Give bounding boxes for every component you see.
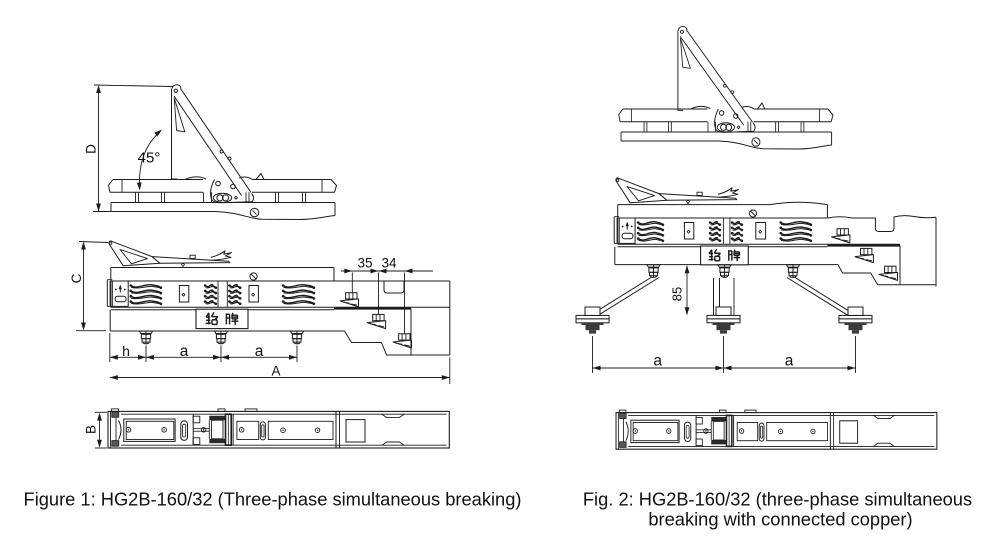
svg-text:C: C <box>69 273 84 283</box>
svg-text:B: B <box>84 425 99 434</box>
svg-text:Fig. 2: HG2B-160/32 (three-pha: Fig. 2: HG2B-160/32 (three-phase simulta… <box>583 488 972 509</box>
svg-text:breaking with connected copper: breaking with connected copper) <box>648 509 912 530</box>
svg-text:85: 85 <box>670 287 685 301</box>
svg-text:35: 35 <box>357 256 372 271</box>
svg-text:34: 34 <box>381 256 397 271</box>
svg-text:a: a <box>785 353 794 370</box>
svg-text:a: a <box>180 343 189 360</box>
svg-text:A: A <box>271 363 280 378</box>
svg-text:Figure 1: HG2B-160/32 (Three-p: Figure 1: HG2B-160/32 (Three-phase simul… <box>24 488 522 509</box>
svg-text:D: D <box>84 144 99 154</box>
svg-text:a: a <box>255 343 264 360</box>
svg-text:a: a <box>653 353 662 370</box>
svg-text:h: h <box>122 343 130 359</box>
